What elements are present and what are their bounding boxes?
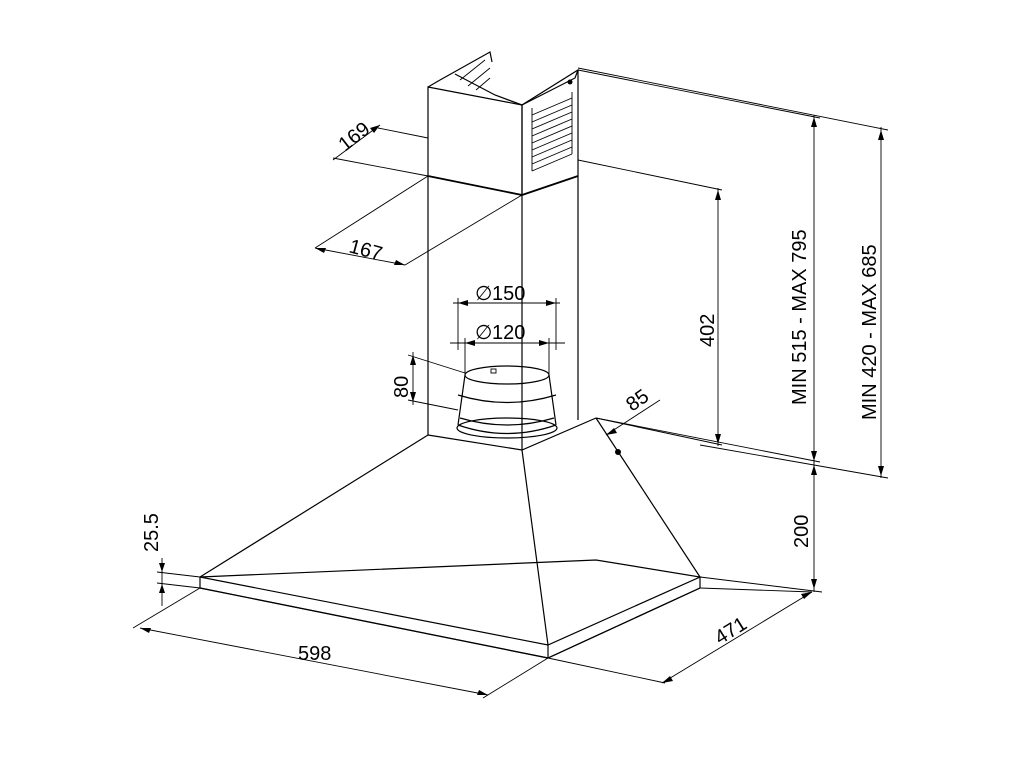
vent-slots <box>531 92 573 172</box>
dim-inner-diameter: ∅ 120 <box>450 322 565 375</box>
dim-402-label: 402 <box>697 314 719 347</box>
dim-hood-height: 200 <box>699 462 823 593</box>
diameter-symbol: ∅ <box>475 283 492 305</box>
dim-height-range-2: MIN 420 - MAX 685 <box>577 67 889 479</box>
dim-200-label: 200 <box>791 515 813 548</box>
dim-lower-chimney-height: 402 <box>577 159 723 446</box>
dim-25-5-label: 25.5 <box>141 513 163 552</box>
lower-chimney <box>427 176 579 450</box>
dim-chimney-width: 167 <box>314 175 523 266</box>
dim-range-2-label: MIN 420 - MAX 685 <box>859 244 881 420</box>
dim-outer-diameter: ∅ 150 <box>453 283 560 350</box>
dim-169-label: 169 <box>335 118 375 156</box>
dim-80-label: 80 <box>391 376 413 398</box>
dim-hood-depth: 471 <box>547 587 813 684</box>
dim-120-label: 120 <box>492 322 525 344</box>
outlet-collar <box>456 365 558 439</box>
dim-hood-lip: 25.5 <box>141 513 201 606</box>
dim-outlet-height: 80 <box>391 352 466 411</box>
dim-167-label: 167 <box>347 236 385 266</box>
diameter-symbol: ∅ <box>475 322 492 344</box>
dim-chimney-depth: 169 <box>332 118 429 177</box>
dim-hood-width: 598 <box>132 587 549 699</box>
dim-85-label: 85 <box>622 385 653 416</box>
dim-150-label: 150 <box>492 283 525 305</box>
dim-range-1-label: MIN 515 - MAX 795 <box>789 229 811 405</box>
dim-598-label: 598 <box>298 643 331 665</box>
upper-chimney <box>427 51 579 196</box>
hood-body <box>199 417 703 659</box>
dim-height-range-1: MIN 515 - MAX 795 <box>577 69 821 463</box>
dim-hood-edge-offset: 85 <box>605 385 661 436</box>
dim-471-label: 471 <box>711 613 751 649</box>
